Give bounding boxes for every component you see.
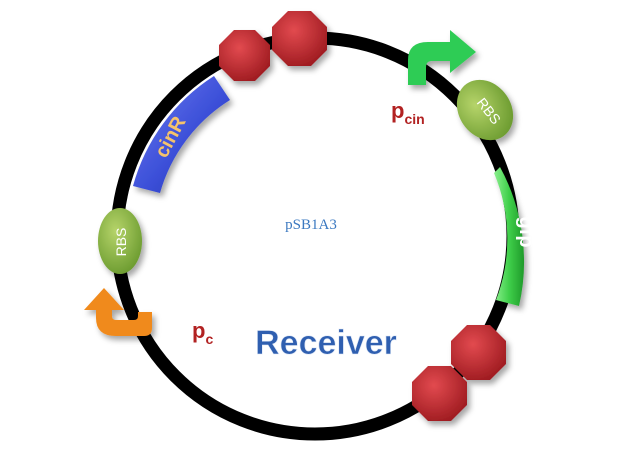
pc-label: pc — [192, 318, 213, 347]
pcin-label-main: p — [391, 98, 404, 123]
terminator-top — [219, 11, 327, 81]
gfp-label: gfp — [515, 216, 537, 247]
cinR-gene — [133, 76, 230, 193]
gfp-gene — [494, 167, 525, 306]
terminator-top-left — [219, 30, 270, 81]
rbs-right — [456, 79, 514, 141]
terminator-top-right — [272, 11, 327, 66]
receiver-title: Receiver — [255, 324, 397, 362]
pc-label-sub: c — [205, 331, 213, 347]
pcin-promoter-arrow — [408, 30, 476, 85]
pcin-label: pcin — [391, 98, 425, 127]
pc-promoter-arrow — [84, 288, 152, 336]
terminator-bottom — [412, 325, 506, 421]
rbs-left-label: RBS — [113, 228, 129, 257]
pc-label-main: p — [192, 318, 205, 343]
backbone-label: pSB1A3 — [285, 217, 337, 233]
terminator-bottom-lower — [412, 366, 467, 421]
rbs-left — [98, 208, 142, 274]
pcin-label-sub: cin — [404, 111, 424, 127]
terminator-bottom-upper — [451, 325, 506, 380]
